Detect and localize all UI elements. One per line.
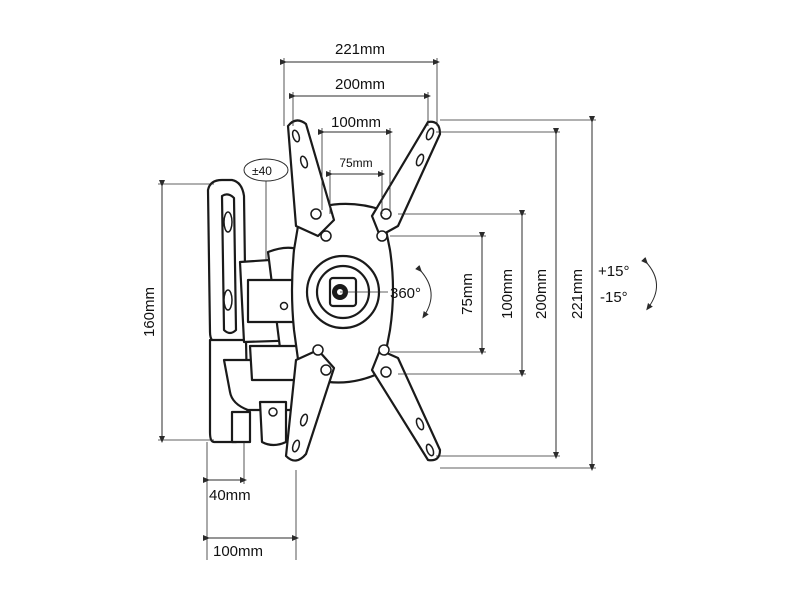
dimension-200mm-horizontal: 200mm [289,76,431,126]
dimension-160mm-vertical: 160mm [141,180,214,443]
rotation-indicator: 360° [340,265,432,319]
dimension-221mm-horizontal: 221mm [280,41,440,126]
dimension-221mm-vertical: 221mm [440,116,596,471]
dimension-200mm-vertical: 200mm [436,128,560,459]
tilt-indicator: +15° -15° [598,257,657,311]
label-swivel: ±40 [252,164,272,178]
vesa-bracket [284,119,442,462]
label-200mm-vertical: 200mm [533,269,550,319]
dimension-75mm-horizontal: 75mm [326,156,385,214]
label-200mm-horizontal: 200mm [335,76,385,93]
label-rotation: 360° [390,285,421,302]
label-160mm-vertical: 160mm [141,287,158,337]
label-40mm: 40mm [209,487,251,504]
swivel-indicator: ±40 [243,158,289,260]
dimension-40mm-horizontal: 40mm [203,442,251,560]
label-100mm-horizontal: 100mm [331,114,381,131]
dimension-100mm-horizontal: 100mm [318,114,393,210]
dimension-100mm-vertical: 100mm [398,210,526,377]
label-75mm-horizontal: 75mm [339,156,372,170]
dimension-75mm-vertical: 75mm [390,232,486,355]
label-tilt-minus: -15° [600,289,628,306]
label-tilt-plus: +15° [598,263,629,280]
label-221mm-horizontal: 221mm [335,41,385,58]
label-100mm-depth: 100mm [213,543,263,560]
label-100mm-vertical: 100mm [499,269,516,319]
label-221mm-vertical: 221mm [569,269,586,319]
dimension-100mm-depth: 100mm [203,470,299,560]
label-75mm-vertical: 75mm [459,273,476,315]
